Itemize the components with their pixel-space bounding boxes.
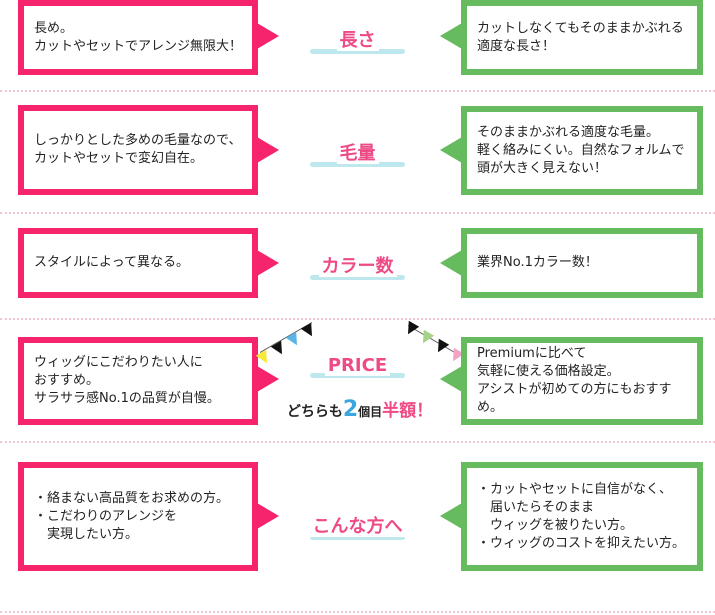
left-callout: ・絡まない高品質をお求めの方。 ・こだわりのアレンジを 実現したい方。 [18,462,258,571]
left-callout: スタイルによって異なる。 [18,228,258,298]
promo-prefix: どちらも [286,404,343,420]
right-callout: 業界No.1カラー数！ [461,228,703,298]
right-callout-arrow [440,23,462,49]
right-callout: Premiumに比べて 気軽に使える価格設定。 アシストが初めての方にもおすすめ… [461,337,703,425]
row-separator [0,611,715,613]
row-separator [0,90,715,92]
left-callout-arrow [257,250,279,276]
row-label: 長さ [300,26,415,54]
right-callout-arrow [440,137,462,163]
row-label: PRICE [300,355,415,378]
row-label: こんな方へ [300,512,415,540]
row-separator [0,212,715,214]
left-callout-arrow [257,503,279,529]
promo-unit: 個目 [358,405,383,419]
row-separator [0,441,715,443]
right-callout: ・カットやセットに自信がなく、 届いたらそのまま ウィッグを被りたい方。 ・ウィ… [461,462,703,571]
promo-highlight: 半額！ [382,401,434,421]
left-callout-arrow [257,366,279,392]
row-label: カラー数 [300,252,415,280]
price-promo: どちらも2個目半額！ [275,396,445,422]
left-callout: ウィッグにこだわりたい人に おすすめ。 サラサラ感No.1の品質が自慢。 [18,337,258,425]
right-callout-arrow [440,503,462,529]
right-callout-arrow [440,366,462,392]
left-callout: しっかりとした多めの毛量なので、 カットやセットで変幻自在。 [18,105,258,195]
right-callout: そのままかぶれる適度な毛量。 軽く絡みにくい。自然なフォルムで 頭が大きく見えな… [461,106,703,195]
left-callout-arrow [257,23,279,49]
left-callout-arrow [257,137,279,163]
right-callout: カットしなくてもそのままかぶれる 適度な長さ！ [461,0,703,75]
right-callout-arrow [440,250,462,276]
promo-number: 2 [342,397,359,422]
left-callout: 長め。 カットやセットでアレンジ無限大！ [18,0,258,75]
row-label: 毛量 [300,139,415,167]
row-separator [0,318,715,320]
